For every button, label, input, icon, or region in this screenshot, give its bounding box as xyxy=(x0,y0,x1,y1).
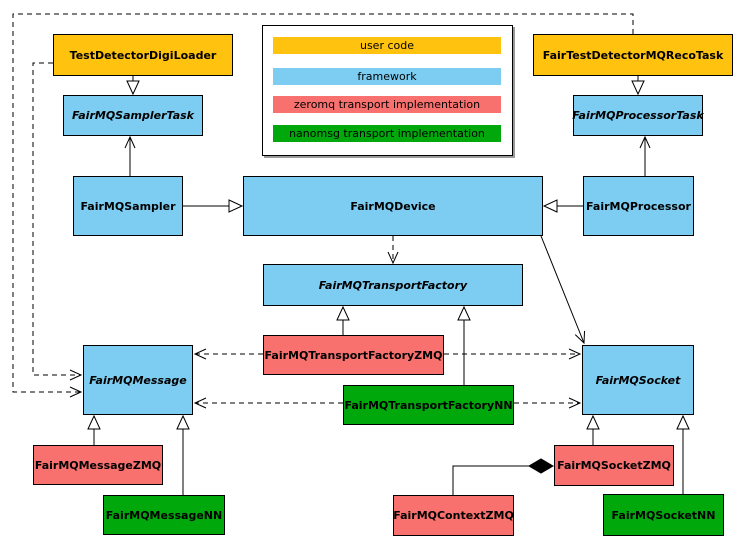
legend-item-framework: framework xyxy=(273,68,501,85)
edge-recotask-message-dependency xyxy=(12,13,634,398)
class-box-fairmqdevice: FairMQDevice xyxy=(243,176,543,236)
legend-item-user-code: user code xyxy=(273,37,501,54)
class-box-fairmqmessagezmq: FairMQMessageZMQ xyxy=(33,445,163,485)
edge-device-socket-association xyxy=(540,235,586,345)
legend-item-nanomsg: nanomsg transport implementation xyxy=(273,125,501,142)
class-box-fairmqcontextzmq: FairMQContextZMQ xyxy=(393,495,514,536)
class-box-fairmqsocket: FairMQSocket xyxy=(582,345,694,415)
class-box-fairtestdetectormqrecotask: FairTestDetectorMQRecoTask xyxy=(533,34,733,76)
class-box-fairmqtransportfactorynn: FairMQTransportFactoryNN xyxy=(343,385,514,425)
edge-contextzmq-socketzmq-composition xyxy=(452,465,529,495)
class-box-fairmqsampler: FairMQSampler xyxy=(73,176,183,236)
class-box-fairmqprocessortask: FairMQProcessorTask xyxy=(572,95,704,136)
class-box-fairmqtransportfactory: FairMQTransportFactory xyxy=(263,264,523,306)
legend-box: user code framework zeromq transport imp… xyxy=(262,25,513,156)
class-box-fairmqsamplertask: FairMQSamplerTask xyxy=(63,95,203,136)
class-box-fairmqprocessor: FairMQProcessor xyxy=(583,176,694,236)
legend-item-zeromq: zeromq transport implementation xyxy=(273,96,501,113)
composition-diamond-icon xyxy=(528,458,554,474)
class-box-testdetectordigiloader: TestDetectorDigiLoader xyxy=(53,34,233,76)
class-box-fairmqsocketzmq: FairMQSocketZMQ xyxy=(554,445,674,486)
class-box-fairmqsocketnn: FairMQSocketNN xyxy=(603,494,724,536)
class-box-fairmqtransportfactoryzmq: FairMQTransportFactoryZMQ xyxy=(263,335,444,375)
class-box-fairmqmessagenn: FairMQMessageNN xyxy=(103,495,225,535)
edge-digiloader-message-dependency xyxy=(32,62,83,381)
class-box-fairmqmessage: FairMQMessage xyxy=(83,345,193,415)
